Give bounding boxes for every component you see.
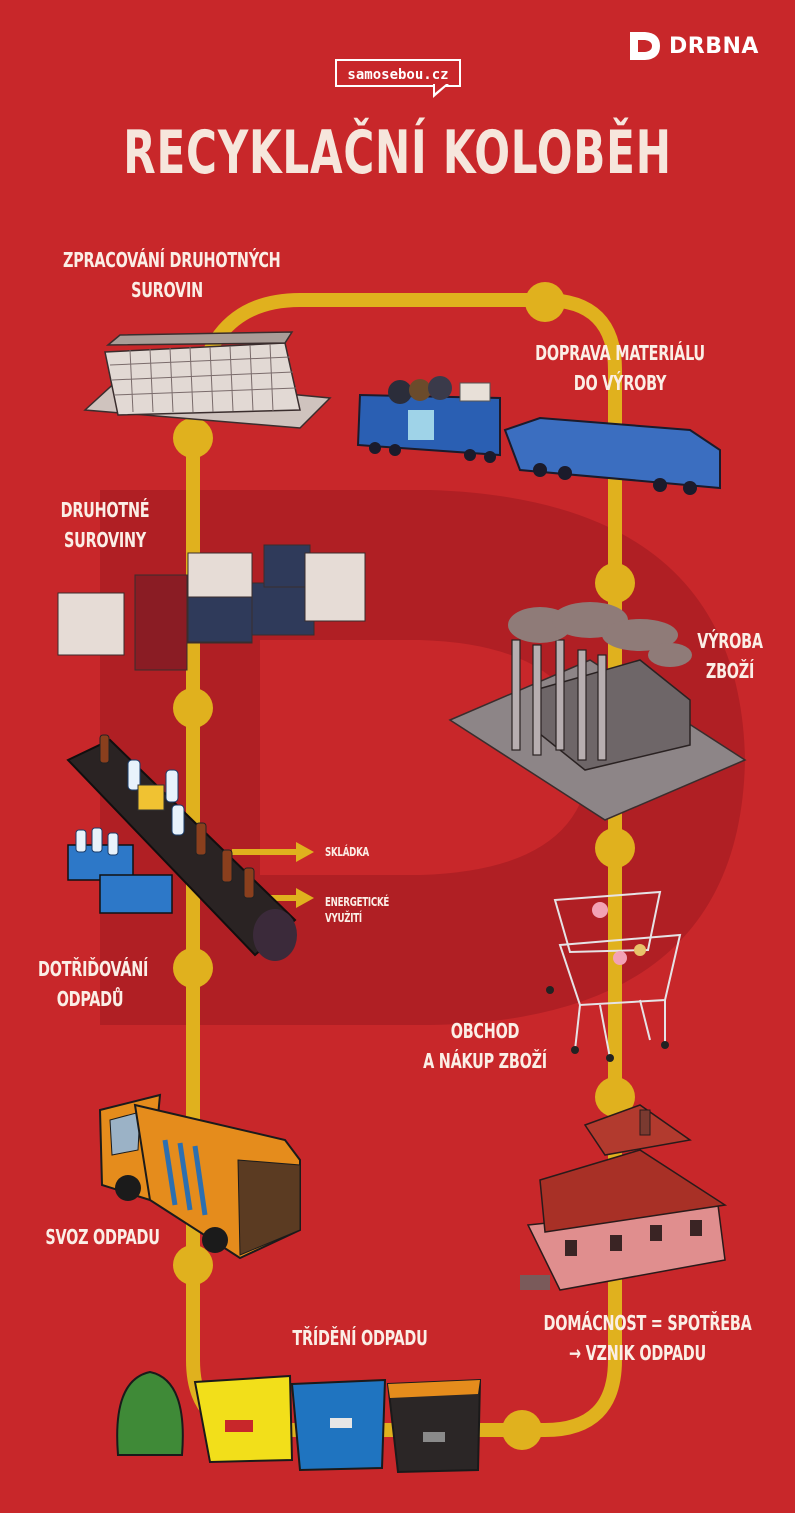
label-household: DOMÁCNOST = SPOTŘEBA → VZNIK ODPADU — [543, 1311, 752, 1365]
label-collection: SVOZ ODPADU — [45, 1225, 160, 1249]
drbna-logo[interactable]: DRBNA — [627, 30, 759, 62]
label-landfill: SKLÁDKA — [325, 845, 369, 859]
label-energy: ENERGETICKÉ VYUŽITÍ — [325, 895, 390, 925]
shopping-cart-icon — [546, 890, 682, 1062]
house-icon — [520, 1104, 728, 1291]
label-transport: DOPRAVA MATERIÁLU DO VÝROBY — [535, 341, 705, 395]
track-dots — [173, 282, 635, 1450]
label-sorting-residual: DOTŘIĎOVÁNÍ ODPADŮ — [38, 957, 149, 1011]
speech-tail-inner — [435, 84, 446, 93]
site-badge[interactable]: samosebou.cz — [335, 59, 461, 87]
bales-icon — [57, 544, 366, 671]
logo-text: DRBNA — [669, 33, 759, 59]
recycling-bins-icon — [116, 1370, 482, 1474]
label-production: VÝROBA ZBOŽÍ — [697, 629, 763, 683]
garbage-truck-icon — [98, 1093, 301, 1260]
conveyor-icon — [66, 734, 297, 961]
label-separation: TŘÍDĚNÍ ODPADU — [292, 1326, 428, 1350]
smokestack-factory-icon — [448, 602, 747, 821]
factory-icon — [83, 331, 332, 429]
drbna-logo-icon — [630, 32, 660, 60]
page-title: RECYKLAČNÍ KOLOBĚH — [123, 118, 672, 188]
label-processing: ZPRACOVÁNÍ DRUHOTNÝCH SUROVIN — [63, 248, 281, 302]
train-icon — [356, 376, 721, 495]
label-secondary: DRUHOTNÉ SUROVINY — [60, 498, 150, 552]
label-shop: OBCHOD A NÁKUP ZBOŽÍ — [423, 1019, 547, 1073]
landfill-arrow-icon — [232, 842, 314, 862]
